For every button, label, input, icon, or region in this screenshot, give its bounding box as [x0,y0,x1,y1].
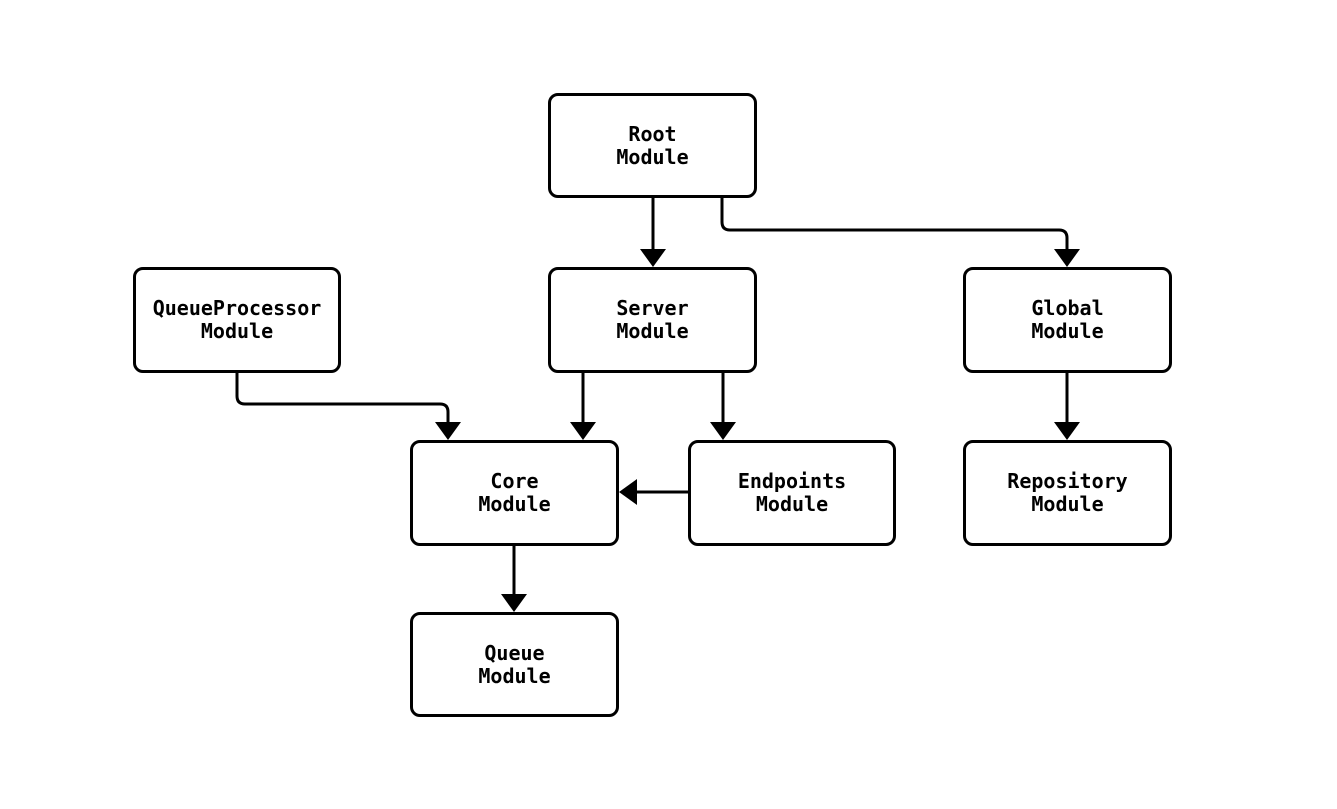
edge-root-to-global [720,198,1080,267]
node-repository: Repository Module [963,440,1172,546]
node-label-endpoints: Endpoints Module [737,469,847,516]
node-label-global: Global Module [1031,296,1104,343]
node-label-root: Root Module [616,121,689,169]
node-label-queue-processor: QueueProcessor Module [152,296,322,343]
node-label-queue: Queue Module [478,640,551,688]
node-endpoints: Endpoints Module [688,440,896,546]
node-label-repository: Repository Module [1007,469,1128,516]
node-queue: Queue Module [410,612,619,717]
node-label-core: Core Module [478,469,551,516]
edge-group [235,198,1080,612]
node-queue-processor: QueueProcessor Module [133,267,341,373]
node-label-server: Server Module [616,296,689,343]
edge-queue-processor-to-core [235,373,461,440]
node-server: Server Module [548,267,757,373]
node-root: Root Module [548,93,757,198]
node-global: Global Module [963,267,1172,373]
node-core: Core Module [410,440,619,546]
